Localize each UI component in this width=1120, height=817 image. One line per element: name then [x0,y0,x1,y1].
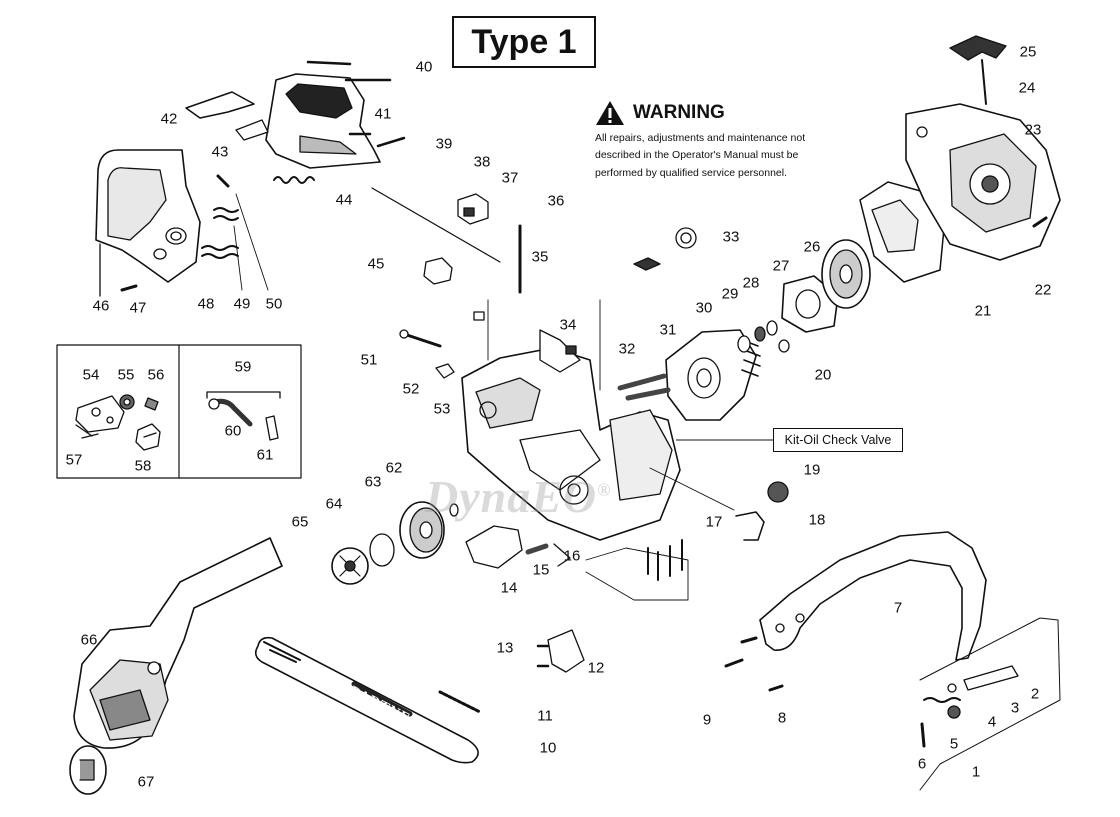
kit-oil-check-valve-label: Kit-Oil Check Valve [773,428,903,452]
part-number-14: 14 [500,579,518,597]
part-number-30: 30 [695,299,713,317]
part-number-56: 56 [147,366,165,384]
registered-mark: ® [597,479,612,500]
part-number-16: 16 [563,547,581,565]
part-number-47: 47 [129,299,147,317]
warning-notice: WARNING All repairs, adjustments and mai… [595,100,845,182]
part-number-43: 43 [211,143,229,161]
part-number-7: 7 [893,599,903,617]
warning-line: performed by qualified service personnel… [595,166,788,179]
part-number-11: 11 [537,707,553,725]
front-handle-46 [95,149,201,297]
part-number-63: 63 [364,473,382,491]
flywheel-27 [781,239,871,333]
inset-kit-box [56,344,302,479]
rear-handle [265,60,406,169]
sprocket-cover-66 [73,537,283,749]
oil-pump-18 [649,467,789,541]
part-number-41: 41 [374,105,392,123]
part-number-32: 32 [618,340,636,358]
part-number-15: 15 [532,561,550,579]
part-number-65: 65 [291,513,309,531]
part-number-66: 66 [80,631,98,649]
crankcase-body [461,299,681,541]
part-number-22: 22 [1034,281,1052,299]
part-number-62: 62 [385,459,403,477]
part-number-38: 38 [473,153,491,171]
part-number-9: 9 [702,711,712,729]
part-number-25: 25 [1019,43,1037,61]
diagram-type-title: Type 1 [452,16,596,68]
part-number-37: 37 [501,169,519,187]
part-number-42: 42 [160,110,178,128]
watermark-logo: DynaEO® [425,470,612,523]
part-number-12: 12 [587,659,605,677]
part-number-49: 49 [233,295,251,313]
part-number-58: 58 [134,457,152,475]
part-number-21: 21 [974,302,992,320]
part-number-5: 5 [949,735,959,753]
part-number-57: 57 [65,451,83,469]
part-number-13: 13 [496,639,514,657]
part-number-19: 19 [803,461,821,479]
part-number-60: 60 [224,422,242,440]
part-number-10: 10 [539,739,557,757]
part-number-33: 33 [722,228,740,246]
watermark-text: DynaEO [425,471,598,522]
part-number-51: 51 [360,351,378,369]
springs-48-49 [201,207,239,259]
warning-icon [596,101,624,125]
part-number-61: 61 [256,446,274,464]
warning-line: described in the Operator's Manual must … [595,149,799,162]
part-number-39: 39 [435,135,453,153]
part-number-6: 6 [917,755,927,773]
part-number-29: 29 [721,285,739,303]
part-number-24: 24 [1018,79,1036,97]
part-number-23: 23 [1024,121,1042,139]
part-number-4: 4 [987,713,997,731]
part-number-20: 20 [814,366,832,384]
part-number-53: 53 [433,400,451,418]
part-number-18: 18 [808,511,826,529]
part-number-48: 48 [197,295,215,313]
part-number-36: 36 [547,192,565,210]
clutch-parts [331,501,459,585]
handle-bar-7 [759,531,987,661]
part-number-27: 27 [772,257,790,275]
part-number-44: 44 [335,191,353,209]
part-number-3: 3 [1010,699,1020,717]
warning-heading: WARNING [633,102,725,123]
part-number-59: 59 [234,358,252,376]
starter-housing [859,103,1061,283]
warning-line: All repairs, adjustments and maintenance… [595,132,806,144]
part-number-28: 28 [742,274,760,292]
part-number-34: 34 [559,316,577,334]
part-number-2: 2 [1030,685,1040,703]
part-number-17: 17 [705,513,723,531]
part-number-67: 67 [137,773,155,791]
warning-text: All repairs, adjustments and maintenance… [595,130,845,182]
part-number-35: 35 [531,248,549,266]
part-number-55: 55 [117,366,135,384]
part-number-64: 64 [325,495,343,513]
part-number-52: 52 [402,380,420,398]
guide-bar-10 [254,636,479,764]
part-number-50: 50 [265,295,283,313]
part-number-40: 40 [415,58,433,76]
part-number-1: 1 [971,763,981,781]
part-number-54: 54 [82,366,100,384]
part-number-31: 31 [659,321,677,339]
part-number-46: 46 [92,297,110,315]
part-number-8: 8 [777,709,787,727]
part-number-26: 26 [803,238,821,256]
part-number-45: 45 [367,255,385,273]
